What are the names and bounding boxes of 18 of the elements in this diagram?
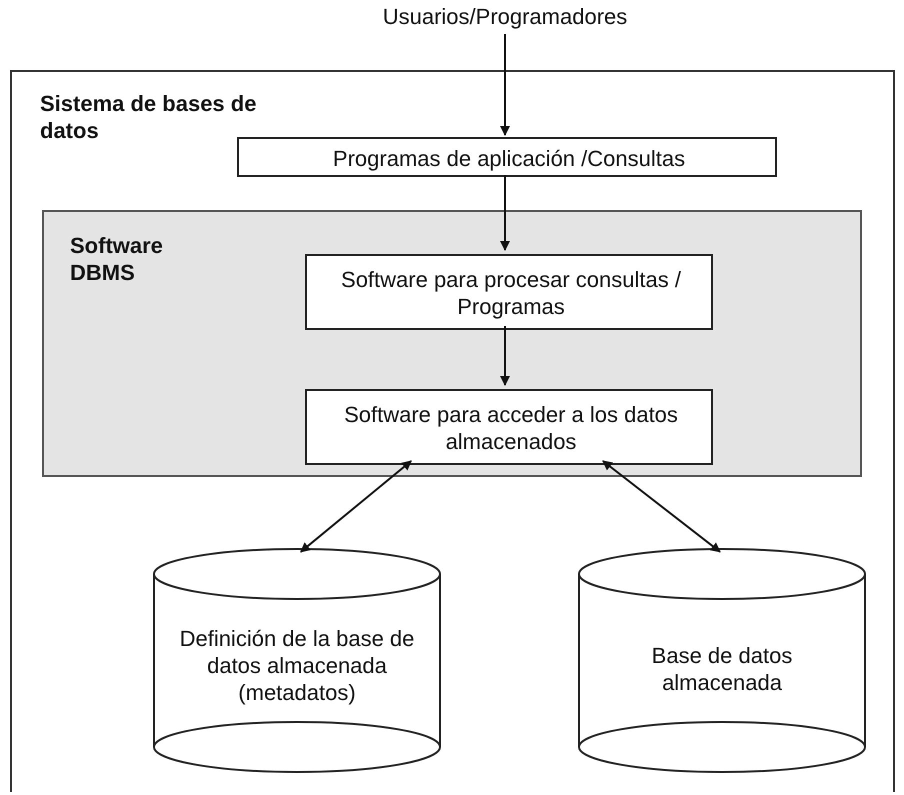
arrow <box>500 175 510 251</box>
node-text: Programas de aplicación /Consultas <box>332 145 686 172</box>
arrow <box>602 460 721 553</box>
process-box <box>237 137 777 177</box>
node-text: Definición de la base de datos almacenada (metadatos) <box>178 625 416 706</box>
system-frame <box>10 70 895 792</box>
node-text: Base de datos almacenada <box>650 642 794 696</box>
process-box <box>305 254 713 330</box>
node-text: Usuarios/Programadores <box>382 3 628 30</box>
node-text: Software para acceder a los datos almacenados <box>343 401 679 455</box>
arrow <box>300 460 412 553</box>
arrow <box>500 326 510 386</box>
group-title: Sistema de bases de datos <box>40 90 258 144</box>
arrow <box>500 34 510 136</box>
group-title: Software DBMS <box>70 232 164 286</box>
process-box <box>305 389 713 465</box>
software-panel <box>42 210 862 477</box>
node-text: Software para procesar consultas / Programas <box>341 266 681 320</box>
